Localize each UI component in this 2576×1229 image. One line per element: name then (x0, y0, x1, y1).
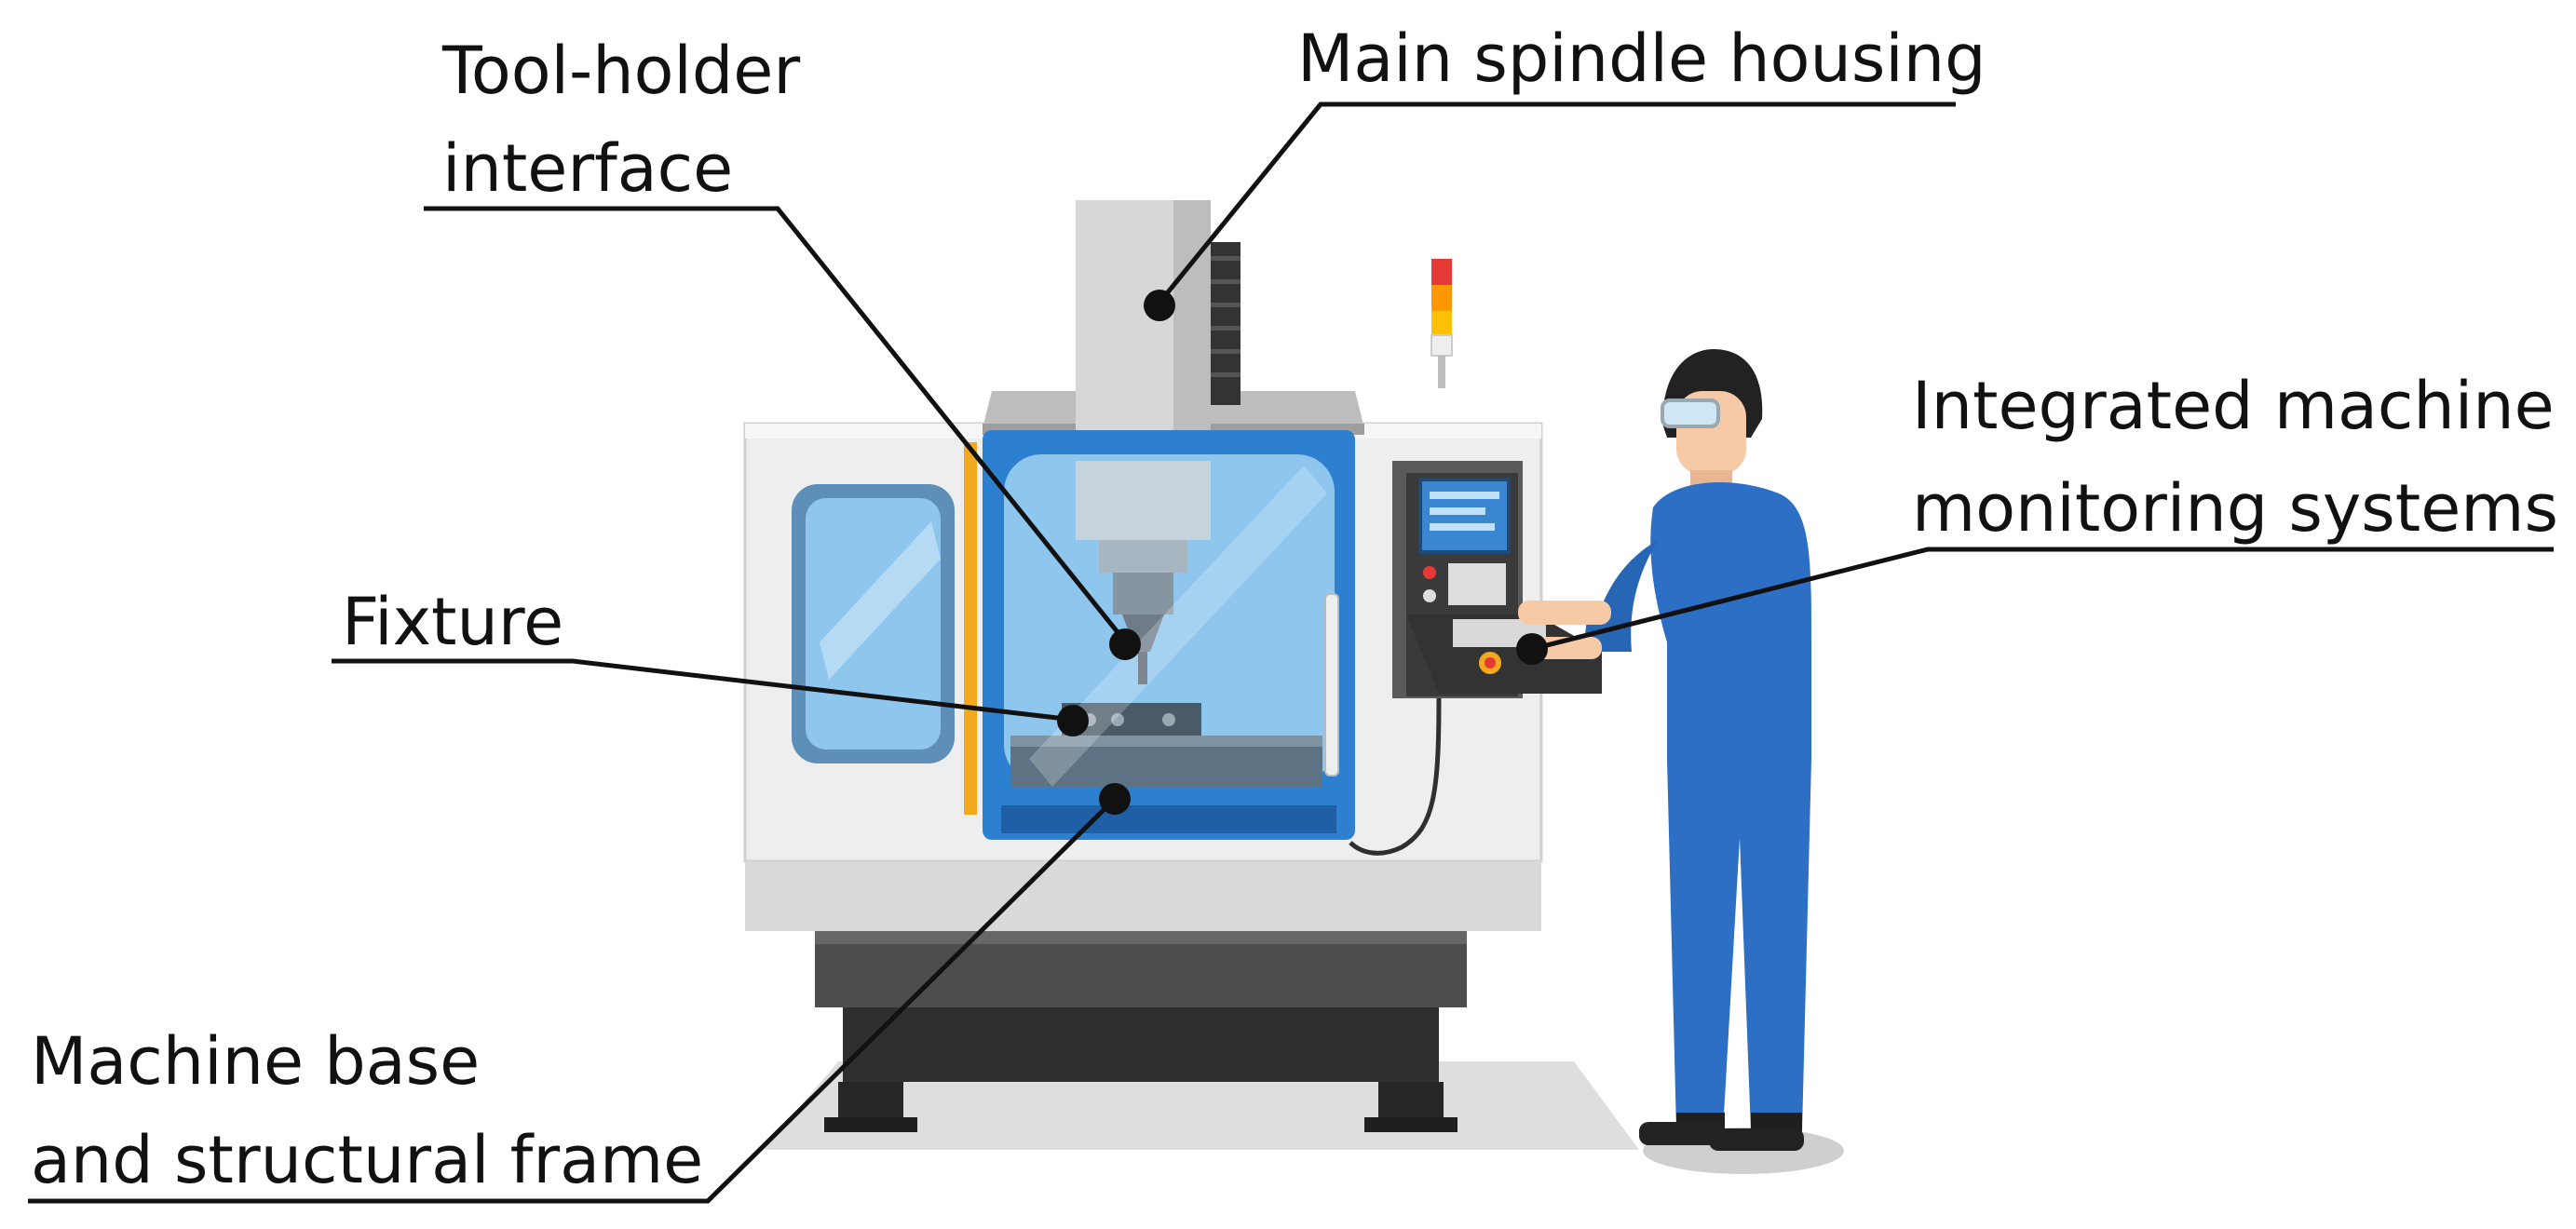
label-monitoring-line1: Integrated machine (1912, 357, 2555, 455)
label-base-line2: and structural frame (31, 1111, 703, 1209)
callout-dot-fixture (1057, 705, 1089, 736)
operator (1518, 349, 1811, 1151)
door-handle (1325, 594, 1338, 776)
signal-tower (1431, 259, 1452, 388)
label-tool-holder-line1: Tool-holder (442, 21, 800, 120)
safety-strip (964, 442, 977, 815)
callout-dot-base (1099, 783, 1131, 815)
callout-dot-tool-holder (1109, 628, 1141, 660)
label-fixture: Fixture (342, 573, 563, 671)
label-base-line1: Machine base (31, 1012, 480, 1111)
label-monitoring-line2: monitoring systems (1912, 459, 2558, 558)
side-window (792, 484, 955, 763)
callout-dot-monitoring (1516, 633, 1548, 665)
label-spindle-housing: Main spindle housing (1297, 9, 1986, 108)
label-tool-holder-line2: interface (442, 119, 733, 218)
callout-dot-spindle (1144, 290, 1175, 321)
callout-line-spindle (1159, 104, 1956, 303)
